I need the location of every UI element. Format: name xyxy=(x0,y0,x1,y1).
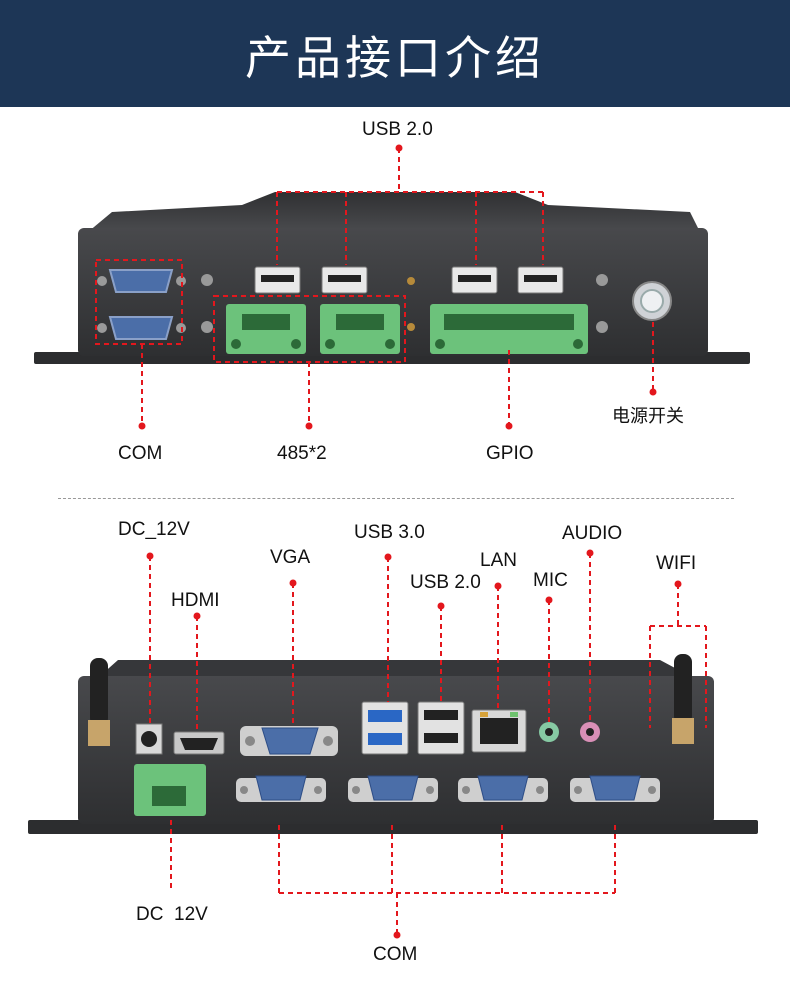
label-vga: VGA xyxy=(270,547,311,568)
label-usb2-top: USB 2.0 xyxy=(362,119,433,140)
usb3-port xyxy=(361,701,409,755)
com-port xyxy=(236,775,326,802)
label-wifi: WIFI xyxy=(656,553,697,574)
mic-jack xyxy=(539,722,559,742)
power-button xyxy=(632,281,672,321)
callout-lines xyxy=(95,148,654,426)
usb-port xyxy=(321,266,368,294)
dc-terminal xyxy=(134,764,206,816)
rs485-terminal xyxy=(320,304,400,354)
header-banner: 产品接口介绍 xyxy=(0,0,790,107)
label-com-top: COM xyxy=(118,443,163,464)
antenna xyxy=(672,654,694,744)
com-port xyxy=(97,269,186,293)
antenna xyxy=(88,658,110,746)
usb-port xyxy=(517,266,564,294)
label-audio: AUDIO xyxy=(562,523,623,544)
label-com-bottom: COM xyxy=(373,944,418,965)
gpio-terminal xyxy=(430,304,588,354)
vga-port xyxy=(240,726,338,756)
com-port xyxy=(458,775,548,802)
bottom-device xyxy=(28,549,758,939)
rs485-terminal xyxy=(226,304,306,354)
label-rs485: 485*2 xyxy=(277,443,327,464)
page-title: 产品接口介绍 xyxy=(245,31,545,85)
com-port xyxy=(348,775,438,802)
callout-dots xyxy=(146,549,682,939)
label-lan: LAN xyxy=(480,550,517,571)
top-device xyxy=(34,144,750,430)
com-port xyxy=(97,316,186,340)
com-port xyxy=(570,775,660,802)
audio-jack xyxy=(580,722,600,742)
label-usb2-bottom: USB 2.0 xyxy=(410,572,481,593)
callout-lines xyxy=(149,553,707,935)
dc-jack xyxy=(135,723,163,755)
label-usb3: USB 3.0 xyxy=(354,522,425,543)
hdmi-port xyxy=(173,731,225,755)
usb2-port xyxy=(417,701,465,755)
label-dc12v-top: DC_12V xyxy=(118,519,190,540)
label-gpio: GPIO xyxy=(486,443,534,464)
lan-port xyxy=(471,709,527,753)
callout-dots xyxy=(138,144,657,430)
usb-port xyxy=(254,266,301,294)
section-divider xyxy=(58,498,734,499)
label-power-switch: 电源开关 xyxy=(612,406,684,427)
label-dc12v-bottom: DC 12V xyxy=(136,904,208,925)
label-hdmi: HDMI xyxy=(171,590,220,611)
label-mic: MIC xyxy=(533,570,568,591)
usb-port xyxy=(451,266,498,294)
